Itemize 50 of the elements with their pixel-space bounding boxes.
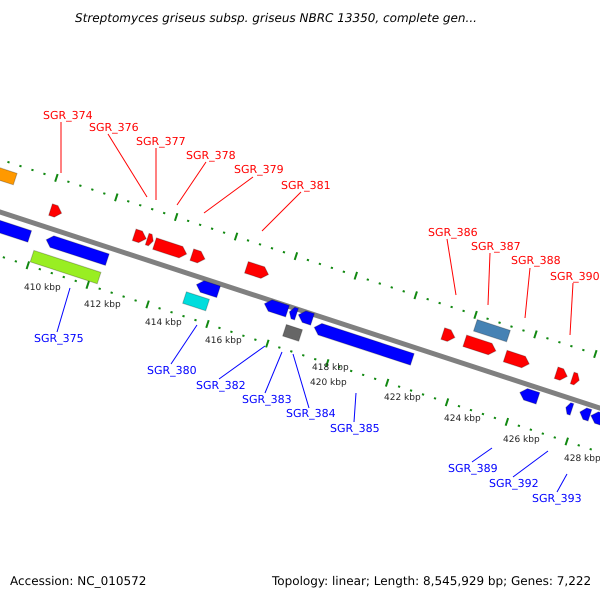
map-title: Streptomyces griseus subsp. griseus NBRC 13350, complete gen... bbox=[75, 12, 477, 24]
gene-label: SGR_379 bbox=[234, 164, 284, 175]
scale-label: 412 kbp bbox=[84, 301, 121, 310]
gene-label: SGR_387 bbox=[471, 241, 521, 252]
scale-label: 416 kbp bbox=[205, 337, 242, 346]
footer-text: Accession: NC_010572 bbox=[10, 575, 146, 587]
scale-label: 424 kbp bbox=[444, 415, 481, 424]
gene-label: SGR_392 bbox=[489, 478, 539, 489]
gene-label: SGR_386 bbox=[428, 227, 478, 238]
gene-label: SGR_393 bbox=[532, 493, 582, 504]
scale-label: 420 kbp bbox=[310, 379, 347, 388]
leader-line bbox=[176, 162, 206, 206]
gene-label: SGR_376 bbox=[89, 122, 139, 133]
leader-line bbox=[170, 324, 198, 364]
leader-line bbox=[292, 354, 310, 408]
leader-line bbox=[60, 122, 62, 174]
leader-line bbox=[446, 238, 456, 296]
scale-label: 426 kbp bbox=[503, 436, 540, 445]
gene-label: SGR_385 bbox=[330, 423, 380, 434]
gene-label: SGR_374 bbox=[43, 110, 93, 121]
leader-line bbox=[556, 474, 568, 492]
leader-line bbox=[512, 450, 548, 478]
gene-label: SGR_377 bbox=[136, 136, 186, 147]
leader-line bbox=[56, 288, 70, 332]
leader-line bbox=[570, 282, 574, 336]
gene-label: SGR_382 bbox=[196, 380, 246, 391]
leader-line bbox=[264, 352, 282, 394]
gene-label: SGR_381 bbox=[281, 180, 331, 191]
leader-line bbox=[108, 134, 148, 198]
gene-label: SGR_375 bbox=[34, 333, 84, 344]
gene-label: SGR_390 bbox=[550, 271, 600, 282]
scale-label: 418 kbp bbox=[312, 364, 349, 373]
leader-line bbox=[488, 252, 490, 306]
leader-line bbox=[218, 346, 266, 380]
gene-label: SGR_378 bbox=[186, 150, 236, 161]
leader-line bbox=[354, 392, 356, 422]
leader-line bbox=[262, 192, 302, 232]
scale-label: 414 kbp bbox=[145, 319, 182, 328]
leader-line bbox=[472, 448, 492, 462]
leader-line bbox=[524, 268, 530, 318]
gene-label: SGR_380 bbox=[147, 365, 197, 376]
footer-text: Topology: linear; Length: 8,545,929 bp; Genes: 7,222 bbox=[272, 575, 592, 587]
gene-label: SGR_388 bbox=[511, 255, 561, 266]
gene-label: SGR_389 bbox=[448, 463, 498, 474]
gene-label: SGR_384 bbox=[286, 408, 336, 419]
leader-line bbox=[204, 176, 254, 214]
scale-label: 422 kbp bbox=[384, 394, 421, 403]
scale-label: 428 kbp bbox=[564, 455, 600, 464]
scale-label: 410 kbp bbox=[24, 284, 61, 293]
gene-label: SGR_383 bbox=[242, 394, 292, 405]
